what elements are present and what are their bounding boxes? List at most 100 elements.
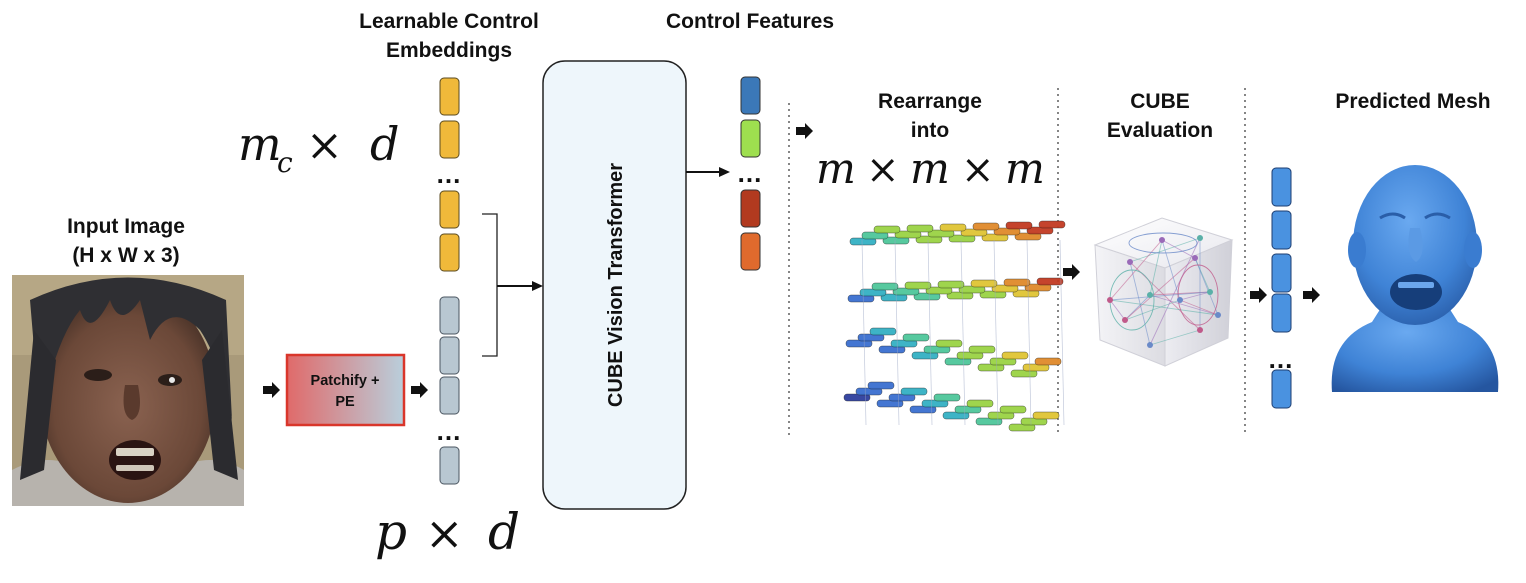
times-symbol-4: ×	[961, 147, 995, 193]
cube-network-edge	[1149, 294, 1219, 316]
cube-network-edge	[1109, 299, 1126, 321]
p-times-d-formula: p × d	[375, 503, 520, 561]
control-embedding-token	[439, 190, 460, 229]
cube-ring	[1177, 264, 1219, 326]
cube-vision-transformer-box	[542, 60, 687, 510]
grid-control-point	[968, 345, 996, 354]
grid-control-point	[902, 333, 930, 342]
grid-control-point	[904, 281, 932, 290]
times-symbol-3: ×	[866, 147, 900, 193]
grid-control-point	[1034, 357, 1062, 366]
d-var-2: d	[488, 503, 520, 561]
grid-line	[993, 239, 999, 426]
small-arrow	[263, 382, 280, 398]
times-symbol: ×	[306, 120, 343, 171]
mc-times-d-formula: m c × d	[238, 117, 399, 179]
cube-network-node	[1215, 312, 1221, 318]
patchify-label-pe: PE	[335, 394, 355, 410]
cube-network-edge	[1179, 299, 1219, 316]
cube-evaluation-title: CUBE	[1130, 90, 1190, 113]
feature-ellipsis: ...	[738, 158, 763, 188]
cube-network-edge	[1161, 239, 1196, 259]
small-arrow	[796, 123, 813, 139]
mc-sub: c	[277, 146, 293, 179]
cube-evaluation-title-2: Evaluation	[1107, 119, 1213, 142]
small-arrow	[1250, 287, 1267, 303]
patchify-pe-box	[285, 353, 406, 427]
control-feature-token	[740, 189, 761, 228]
cube-network-edge	[1194, 257, 1219, 316]
output-ellipsis: ...	[1269, 344, 1294, 374]
grid-control-point	[871, 282, 899, 291]
input-face-photo	[12, 275, 244, 506]
grid-control-point	[972, 222, 1000, 231]
output-token	[1271, 293, 1292, 333]
control-feature-tokens	[740, 76, 761, 271]
grid-control-point	[937, 280, 965, 289]
m-times-m-times-m-formula: m × m × m	[816, 144, 1045, 193]
flow-arrows	[263, 123, 1320, 398]
grid-control-point	[935, 339, 963, 348]
cube-network-edge	[1129, 261, 1151, 346]
patch-token	[439, 376, 460, 415]
rearrange-title-2: into	[911, 119, 949, 142]
grid-control-point	[867, 381, 895, 390]
grid-control-point	[999, 405, 1027, 414]
control-embedding-token	[439, 120, 460, 159]
cube-network-edge	[1124, 257, 1196, 321]
control-feature-token	[740, 119, 761, 158]
grid-control-point	[1001, 351, 1029, 360]
m-var-2: m	[910, 144, 950, 193]
small-arrow	[1303, 287, 1320, 303]
cube-network-edge	[1149, 329, 1201, 346]
patch-token	[439, 336, 460, 375]
grid-control-point	[1032, 411, 1060, 420]
control-embedding-token	[439, 77, 460, 116]
grid-control-point	[970, 279, 998, 288]
grid-control-point	[1003, 278, 1031, 287]
patch-token	[439, 446, 460, 485]
d-var: d	[370, 117, 399, 171]
merge-bracket	[482, 213, 498, 357]
features-arrow-head	[719, 167, 730, 177]
learnable-embeddings-title-2: Embeddings	[386, 39, 512, 62]
cube-network-node	[1147, 342, 1153, 348]
grid-control-point	[939, 223, 967, 232]
cube-graphic	[1093, 217, 1234, 367]
grid-line	[1059, 239, 1065, 426]
output-token	[1271, 253, 1292, 293]
grid-control-point	[1005, 221, 1033, 230]
small-arrow	[1063, 264, 1080, 280]
predicted-mesh-title: Predicted Mesh	[1335, 90, 1490, 113]
grid-control-point	[873, 225, 901, 234]
cube-network-node	[1107, 297, 1113, 303]
grid-line	[1026, 239, 1032, 426]
grid-line	[960, 239, 966, 426]
grid-control-point	[1038, 220, 1066, 229]
grid-control-point	[869, 327, 897, 336]
m-var-1: m	[816, 144, 856, 193]
grid-line	[894, 239, 900, 426]
rearrange-title: Rearrange	[878, 90, 982, 113]
output-token	[1271, 210, 1292, 250]
cube-network-node	[1177, 297, 1183, 303]
control-features-title: Control Features	[666, 10, 834, 33]
predicted-mesh-render	[1331, 165, 1499, 392]
cube-network-edge	[1161, 239, 1181, 301]
embedding-ellipsis: ...	[437, 159, 462, 189]
output-token	[1271, 167, 1292, 207]
cube-network-node	[1192, 255, 1198, 261]
output-token	[1271, 369, 1292, 409]
p-var: p	[375, 503, 407, 561]
cube-network-node	[1159, 237, 1165, 243]
token-column	[439, 77, 460, 485]
learnable-embeddings-title: Learnable Control	[359, 10, 539, 33]
cube-network-node	[1197, 235, 1203, 241]
grid-control-point	[900, 387, 928, 396]
cube-network-node	[1122, 317, 1128, 323]
cube-network-node	[1207, 289, 1213, 295]
m-var-3: m	[1005, 144, 1045, 193]
control-feature-token	[740, 232, 761, 271]
rearranged-3d-grid	[843, 220, 1066, 432]
